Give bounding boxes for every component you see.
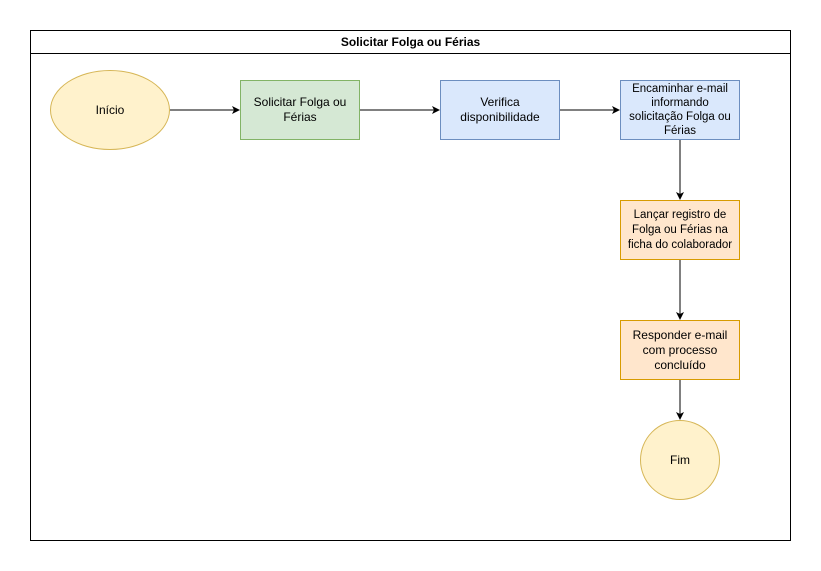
reply-node[interactable]: Responder e-mail com processo concluído [620, 320, 740, 380]
start-node[interactable]: Início [50, 70, 170, 150]
forward-label: Encaminhar e-mail informando solicitação… [629, 83, 731, 137]
forward-node[interactable]: Encaminhar e-mail informando solicitação… [620, 80, 740, 140]
start-label: Início [95, 102, 125, 117]
register-label: Lançar registro de Folga ou Férias na fi… [627, 208, 733, 251]
request-label: Solicitar Folga ou Férias [253, 95, 347, 124]
pool-frame: Solicitar Folga ou Férias [30, 30, 791, 541]
check-node[interactable]: Verifica disponibilidade [440, 80, 560, 140]
check-label: Verifica disponibilidade [460, 95, 540, 124]
register-node[interactable]: Lançar registro de Folga ou Férias na fi… [620, 200, 740, 260]
request-node[interactable]: Solicitar Folga ou Férias [240, 80, 360, 140]
end-label: Fim [670, 452, 690, 467]
reply-label: Responder e-mail com processo concluído [632, 327, 728, 372]
end-node[interactable]: Fim [640, 420, 720, 500]
diagram-title: Solicitar Folga ou Férias [31, 31, 790, 54]
